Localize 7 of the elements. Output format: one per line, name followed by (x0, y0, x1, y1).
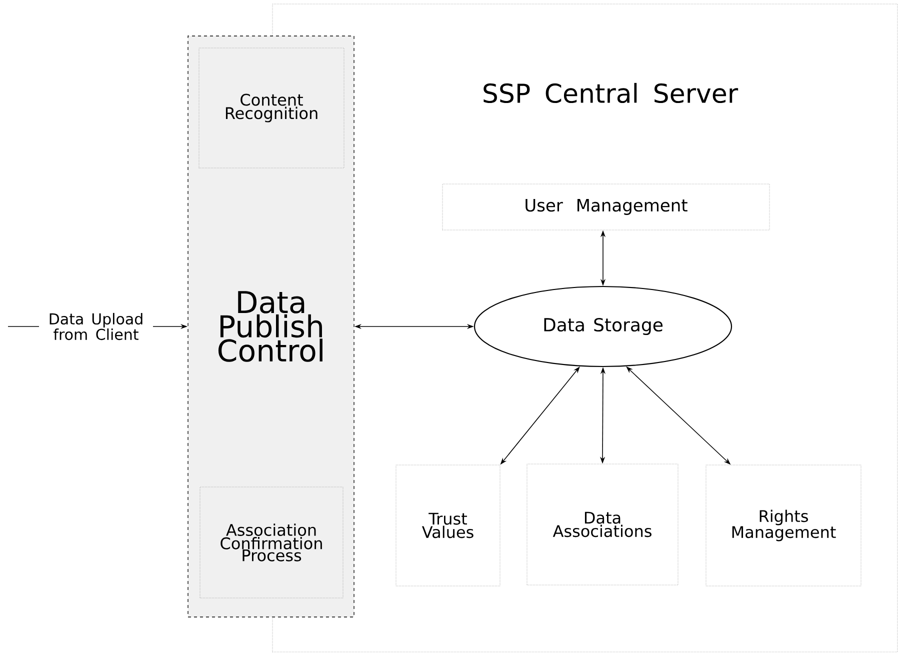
edge-label: Data Upload from Client (39, 312, 153, 342)
process-box: Content Recognition (198, 48, 344, 168)
process-box: User Management (442, 184, 770, 230)
process-box: Trust Values (396, 464, 500, 586)
process-box: Data Associations (526, 464, 678, 586)
process-box: Rights Management (706, 464, 862, 586)
process-box: Association Confirmation Process (200, 486, 344, 598)
